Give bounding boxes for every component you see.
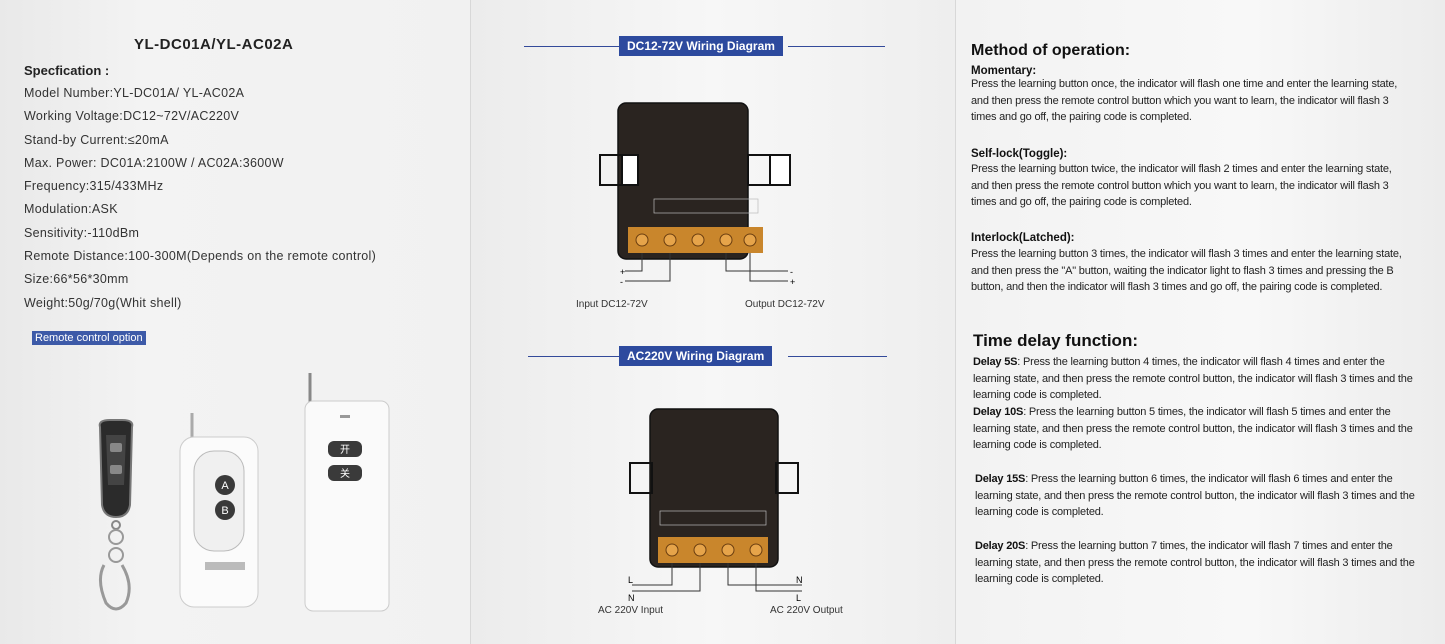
model-title: YL-DC01A/YL-AC02A — [134, 36, 294, 53]
remote-button-a: A — [221, 480, 229, 492]
method-of-operation-title: Method of operation: — [971, 42, 1131, 59]
line-l-label: L — [796, 593, 801, 603]
remote-button-off: 关 — [340, 467, 350, 480]
remote-button-b: B — [221, 505, 228, 517]
plus-sign: + — [620, 267, 625, 277]
delay-text: : Press the learning button 7 times, the… — [975, 540, 1415, 585]
interlock-heading: Interlock(Latched): — [971, 232, 1075, 244]
spec-item: Weight:50g/70g(Whit shell) — [24, 295, 182, 310]
dc-output-label: Output DC12-72V — [745, 299, 825, 310]
ac-diagram-title: AC220V Wiring Diagram — [619, 346, 773, 366]
ac-output-label: AC 220V Output — [770, 605, 843, 616]
neutral-n-label: N — [628, 593, 635, 603]
delay-label: Delay 15S — [975, 473, 1026, 485]
self-lock-heading: Self-lock(Toggle): — [971, 148, 1068, 160]
spec-item: Max. Power: DC01A:2100W / AC02A:3600W — [24, 155, 284, 170]
delay-text: : Press the learning button 5 times, the… — [973, 406, 1413, 451]
spec-item: Frequency:315/433MHz — [24, 179, 164, 194]
plus-sign: + — [790, 277, 795, 287]
delay-label: Delay 20S — [975, 540, 1026, 552]
operation-panel — [955, 0, 1445, 644]
dc-diagram-title: DC12-72V Wiring Diagram — [619, 36, 783, 56]
time-delay-title: Time delay function: — [973, 331, 1138, 350]
minus-sign: - — [790, 267, 793, 277]
delay-15s-item: Delay 15S: Press the learning button 6 t… — [975, 471, 1415, 521]
dc-wiring-diagram: + - + - — [599, 102, 795, 287]
momentary-heading: Momentary: — [971, 65, 1037, 77]
momentary-text: Press the learning button once, the indi… — [971, 78, 1398, 123]
delay-20s-item: Delay 20S: Press the learning button 7 t… — [975, 538, 1415, 588]
remote-control-option-label: Remote control option — [32, 331, 146, 345]
neutral-n-label: N — [796, 575, 803, 585]
relay-module — [649, 408, 779, 568]
specification-heading: Specfication : — [24, 63, 110, 78]
divider-line — [528, 356, 619, 357]
delay-5s-item: Delay 5S: Press the learning button 4 ti… — [973, 354, 1413, 404]
delay-label: Delay 5S — [973, 356, 1018, 368]
spec-item: Modulation:ASK — [24, 202, 118, 217]
spec-item: Size:66*56*30mm — [24, 272, 129, 287]
spec-list: Model Number:YL-DC01A/ YL-AC02A Working … — [24, 82, 376, 315]
divider-line — [524, 46, 619, 47]
spec-item: Stand-by Current:≤20mA — [24, 132, 169, 147]
delay-text: : Press the learning button 4 times, the… — [973, 356, 1413, 401]
ac-wiring-diagram: L N N L — [628, 408, 803, 603]
dc-input-label: Input DC12-72V — [576, 299, 648, 310]
divider-line — [788, 356, 887, 357]
long-range-remote: 开 关 — [304, 373, 390, 612]
self-lock-text: Press the learning button twice, the ind… — [971, 163, 1392, 208]
minus-sign: - — [620, 277, 623, 287]
spec-item: Working Voltage:DC12~72V/AC220V — [24, 109, 240, 124]
ab-remote: A B — [179, 413, 259, 608]
delay-label: Delay 10S — [973, 406, 1024, 418]
spec-item: Sensitivity:-110dBm — [24, 225, 140, 240]
remote-button-on: 开 — [340, 445, 350, 456]
remote-controls-illustration: A B 开 关 — [98, 373, 390, 612]
divider-line — [788, 46, 885, 47]
spec-item: Remote Distance:100-300M(Depends on the … — [24, 249, 377, 264]
keyfob-remote — [98, 419, 134, 611]
delay-text: : Press the learning button 6 times, the… — [975, 473, 1415, 518]
delay-10s-item: Delay 10S: Press the learning button 5 t… — [973, 404, 1413, 454]
line-l-label: L — [628, 575, 633, 585]
ac-input-label: AC 220V Input — [598, 605, 664, 616]
interlock-text: Press the learning button 3 times, the i… — [971, 248, 1402, 293]
spec-item: Model Number:YL-DC01A/ YL-AC02A — [24, 86, 245, 100]
